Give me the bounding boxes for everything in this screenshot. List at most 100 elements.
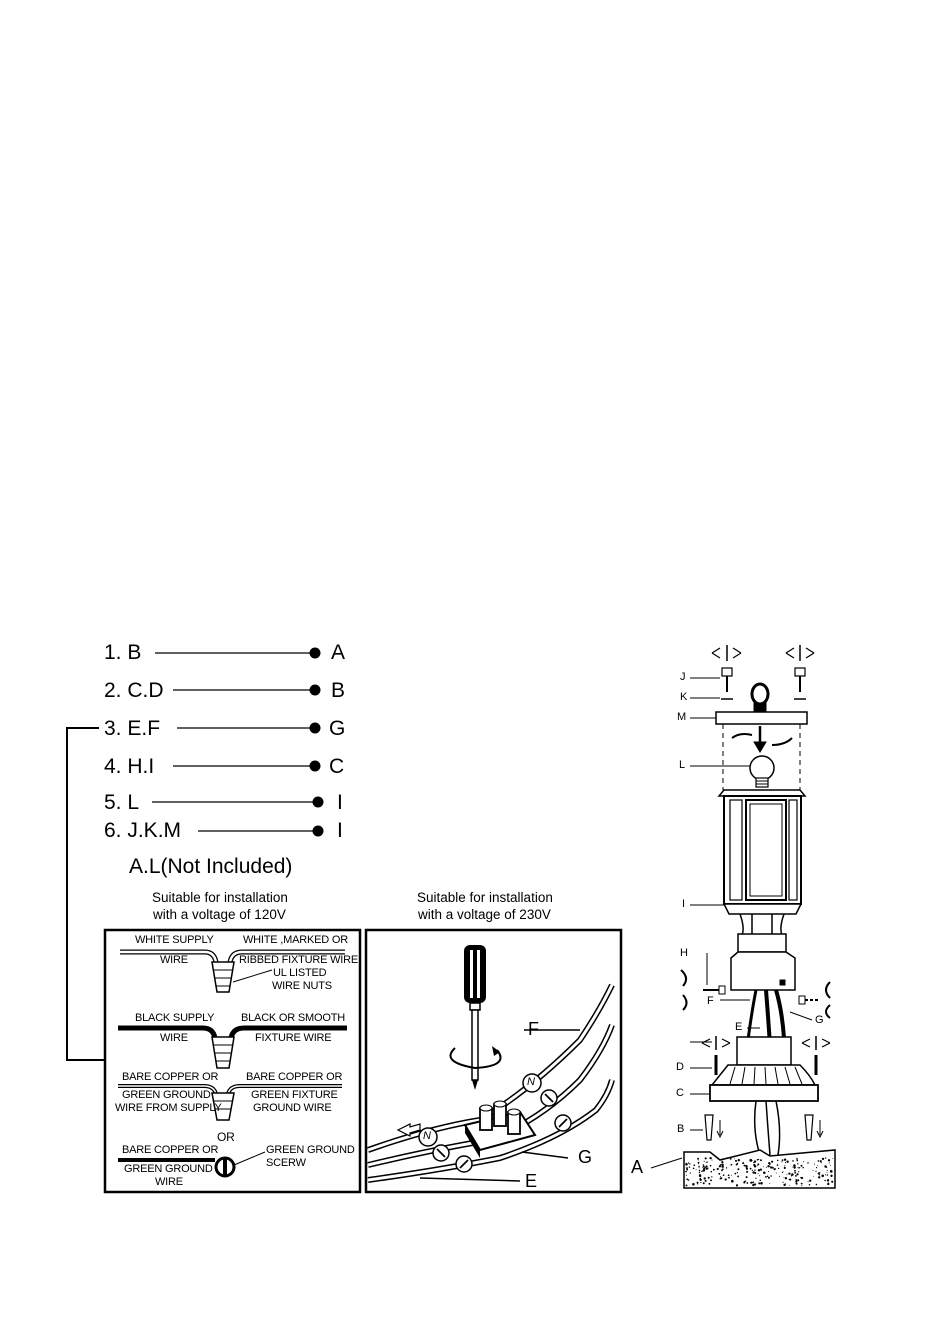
ground-speck — [746, 1170, 749, 1173]
ground-speck — [746, 1182, 749, 1184]
copper-screw-label-1: BARE COPPER OR — [122, 1144, 219, 1156]
ground-speck — [809, 1179, 812, 1182]
ground-speck — [767, 1165, 770, 1168]
ground-speck — [807, 1181, 809, 1183]
panel-230v-caption-line2: with a voltage of 230V — [418, 907, 551, 922]
ground-speck — [730, 1163, 733, 1166]
ground-speck — [826, 1171, 828, 1173]
ground-speck — [709, 1156, 712, 1160]
ground-speck — [782, 1171, 784, 1173]
ground-speck — [754, 1171, 757, 1175]
ground-speck — [688, 1166, 691, 1168]
ground-speck — [689, 1172, 691, 1174]
ground-speck — [736, 1162, 739, 1165]
ground-speck — [775, 1168, 777, 1170]
ground-speck — [704, 1179, 707, 1182]
terminal-n-2: N — [527, 1076, 535, 1088]
ground-speck — [737, 1159, 740, 1162]
ground-screw — [118, 1151, 266, 1178]
step3-bracket — [66, 727, 105, 1061]
ground-speck — [792, 1166, 794, 1168]
ground-speck — [734, 1172, 737, 1175]
ground-speck — [731, 1179, 734, 1183]
ground-speck — [819, 1160, 822, 1163]
ground-speck — [703, 1167, 706, 1171]
ground-speck — [753, 1164, 757, 1168]
ground-speck — [796, 1173, 799, 1176]
ground-speck — [697, 1157, 699, 1160]
ground-speck — [778, 1167, 780, 1170]
ground-screw-label-2: SCERW — [266, 1157, 306, 1169]
ground-speck — [734, 1158, 736, 1160]
ground-speck — [731, 1174, 732, 1176]
ground-speck — [725, 1167, 728, 1169]
terminal-n-1: N — [423, 1130, 431, 1142]
ground-speck — [757, 1163, 760, 1166]
part-label-f: F — [707, 995, 714, 1007]
ground-speck — [721, 1161, 724, 1164]
ground-speck — [758, 1182, 761, 1185]
ground-speck — [789, 1185, 791, 1186]
ground-speck — [743, 1164, 746, 1167]
ground-speck — [784, 1176, 788, 1180]
copper-supply-label-2: GREEN GROUND — [122, 1089, 211, 1101]
ground-speck — [766, 1175, 769, 1178]
panel-230v-label-g: G — [578, 1147, 593, 1167]
ground-speck — [718, 1165, 721, 1168]
panel-230v-label-e: E — [525, 1171, 538, 1191]
ground-speck — [795, 1182, 798, 1185]
step-4-label: 4. H.I — [104, 755, 155, 778]
ground-speck — [728, 1176, 730, 1179]
ground-speck — [712, 1168, 715, 1171]
copper-fixture-label-2: GREEN FIXTURE — [251, 1089, 338, 1101]
ground-speck — [792, 1160, 794, 1162]
part-label-m: M — [677, 711, 687, 723]
ground-speck — [796, 1157, 798, 1160]
ground-speck — [696, 1181, 699, 1184]
ground-speck — [721, 1158, 723, 1161]
part-label-b: B — [677, 1123, 685, 1135]
step-5-target: I — [337, 791, 343, 814]
ground-speck — [765, 1166, 767, 1168]
ground-speck — [701, 1170, 703, 1173]
ground-speck — [737, 1168, 740, 1171]
ground-speck — [800, 1176, 804, 1180]
ground-speck — [771, 1160, 774, 1163]
ground-speck — [831, 1180, 834, 1183]
ground-speck — [827, 1159, 831, 1162]
ground-speck — [727, 1174, 730, 1177]
ground-speck — [709, 1164, 712, 1167]
ground-speck — [821, 1174, 824, 1178]
ground-speck — [698, 1167, 700, 1169]
copper-supply-label-1: BARE COPPER OR — [122, 1071, 219, 1083]
ground-speck — [744, 1180, 747, 1182]
ground-speck — [831, 1175, 833, 1177]
ground-speck — [734, 1159, 738, 1162]
ground-speck — [815, 1166, 818, 1169]
ground-speck — [723, 1174, 725, 1176]
ground-speck — [784, 1165, 786, 1167]
ground-speck — [826, 1174, 829, 1176]
step-3-label: 3. E.F — [104, 717, 161, 740]
ground-speck — [827, 1182, 829, 1184]
white-supply-label-1: WHITE SUPPLY — [135, 934, 214, 946]
mains-wires — [366, 983, 615, 1183]
ground-speck — [824, 1179, 826, 1182]
ground-speck — [698, 1163, 700, 1165]
ground-speck — [775, 1172, 777, 1174]
ground-speck — [788, 1172, 791, 1175]
ground-speck — [797, 1167, 799, 1169]
ground-speck — [720, 1176, 722, 1178]
ground-speck — [749, 1167, 752, 1170]
badge-strokes — [436, 1093, 568, 1169]
ground-speck — [711, 1176, 713, 1178]
ground-speck — [757, 1165, 759, 1167]
ground-speck — [781, 1161, 783, 1163]
ground-speck — [770, 1175, 772, 1177]
ground-speck — [692, 1183, 695, 1186]
ground-speck — [726, 1157, 729, 1159]
ground-speck — [698, 1174, 702, 1178]
ground-speck — [827, 1182, 830, 1186]
ground-speck — [779, 1175, 781, 1177]
ground-speck — [817, 1160, 820, 1162]
